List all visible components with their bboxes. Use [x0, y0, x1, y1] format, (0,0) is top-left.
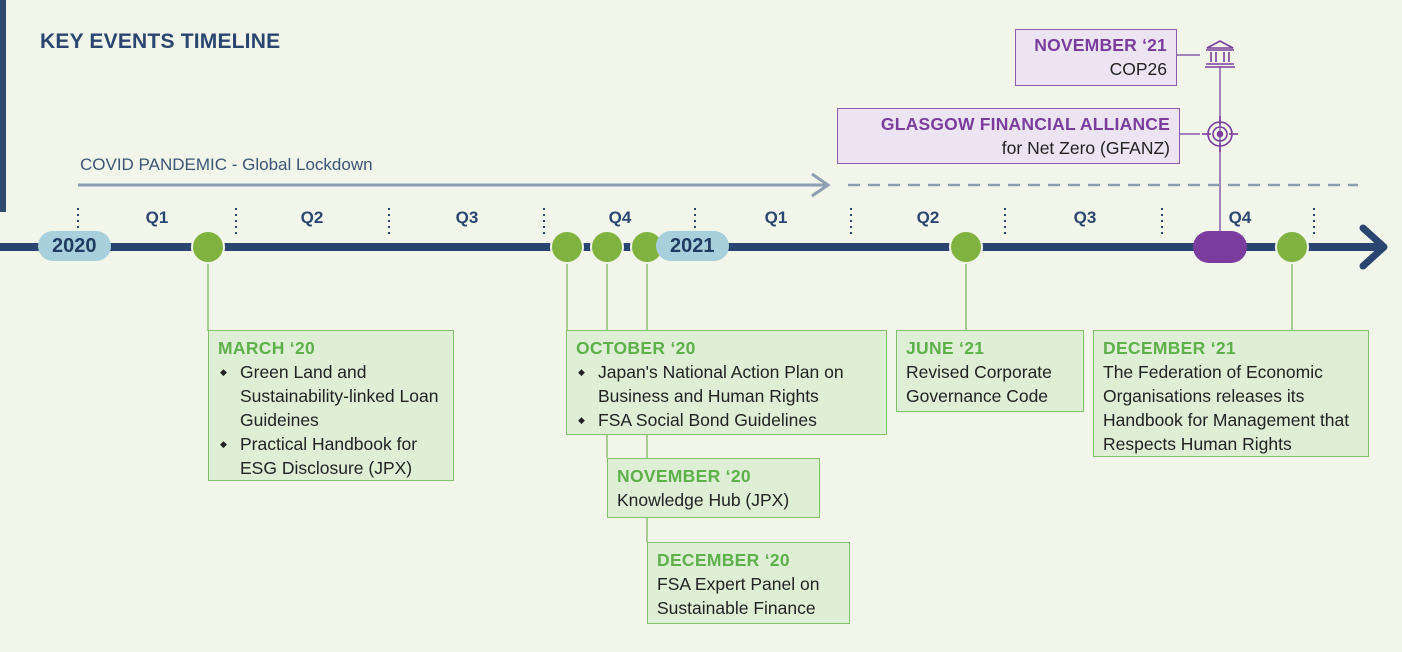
event-box-march-20: MARCH ‘20 Green Land and Sustainability-…	[208, 330, 454, 481]
event-items: Green Land and Sustainability-linked Loa…	[218, 360, 444, 480]
quarter-label-q2-2021: Q2	[916, 208, 940, 227]
event-text: FSA Expert Panel on Sustainable Finance	[657, 574, 820, 618]
quarter-label-q2-2020: Q2	[300, 208, 324, 227]
timeline-arrowhead	[1359, 224, 1388, 270]
event-text: Knowledge Hub (JPX)	[617, 490, 790, 510]
event-heading: MARCH ‘20	[218, 338, 316, 358]
quarter-label-q1-2021: Q1	[764, 208, 788, 227]
event-box-november-21: NOVEMBER ‘21 COP26	[1015, 29, 1177, 86]
event-item: FSA Social Bond Guidelines	[576, 408, 877, 432]
event-markers	[191, 230, 1309, 264]
covid-pandemic-label: COVID PANDEMIC - Global Lockdown	[80, 155, 373, 174]
event-text: Revised Corporate Governance Code	[906, 362, 1052, 406]
year-2020-badge: 2020	[38, 231, 111, 261]
event-text: COP26	[1109, 59, 1167, 79]
event-item: Practical Handbook for ESG Disclosure (J…	[218, 432, 444, 480]
event-heading: NOVEMBER ‘20	[617, 466, 751, 486]
marker-march-20	[191, 230, 225, 264]
page-title: KEY EVENTS TIMELINE	[40, 30, 281, 53]
quarter-label-q3-2021: Q3	[1073, 208, 1097, 227]
year-2021-badge: 2021	[656, 231, 729, 261]
event-box-december-20: DECEMBER ‘20 FSA Expert Panel on Sustain…	[647, 542, 850, 624]
event-items: Japan's National Action Plan on Business…	[576, 360, 877, 432]
target-icon	[1202, 116, 1238, 152]
event-text: The Federation of Economic Organisations…	[1103, 362, 1350, 454]
quarter-label-q1-2020: Q1	[145, 208, 169, 227]
event-item: Japan's National Action Plan on Business…	[576, 360, 877, 408]
event-box-november-20: NOVEMBER ‘20 Knowledge Hub (JPX)	[607, 458, 820, 518]
covid-arrowhead	[811, 172, 831, 198]
event-heading: DECEMBER ‘21	[1103, 338, 1236, 358]
quarter-label-q3-2020: Q3	[455, 208, 479, 227]
event-box-october-20: OCTOBER ‘20 Japan's National Action Plan…	[566, 330, 887, 435]
marker-november-21	[1193, 231, 1247, 263]
event-text: for Net Zero (GFANZ)	[1001, 138, 1170, 158]
quarter-label-q4-2021: Q4	[1228, 208, 1252, 227]
event-heading: NOVEMBER ‘21	[1034, 35, 1167, 55]
event-box-june-21: JUNE ‘21 Revised Corporate Governance Co…	[896, 330, 1084, 412]
marker-november-20	[590, 230, 624, 264]
event-heading: OCTOBER ‘20	[576, 338, 696, 358]
event-box-december-21: DECEMBER ‘21 The Federation of Economic …	[1093, 330, 1369, 457]
connector-lines	[207, 262, 1293, 542]
event-heading: GLASGOW FINANCIAL ALLIANCE	[880, 114, 1170, 134]
left-edge-bar	[0, 0, 6, 212]
event-item: Green Land and Sustainability-linked Loa…	[218, 360, 444, 432]
marker-december-21	[1275, 230, 1309, 264]
event-heading: JUNE ‘21	[906, 338, 985, 358]
quarter-label-q4-2020: Q4	[608, 208, 632, 227]
marker-june-21	[949, 230, 983, 264]
event-box-gfanz: GLASGOW FINANCIAL ALLIANCE for Net Zero …	[837, 108, 1180, 164]
event-heading: DECEMBER ‘20	[657, 550, 790, 570]
bank-building-icon	[1205, 40, 1235, 68]
marker-october-20	[550, 230, 584, 264]
